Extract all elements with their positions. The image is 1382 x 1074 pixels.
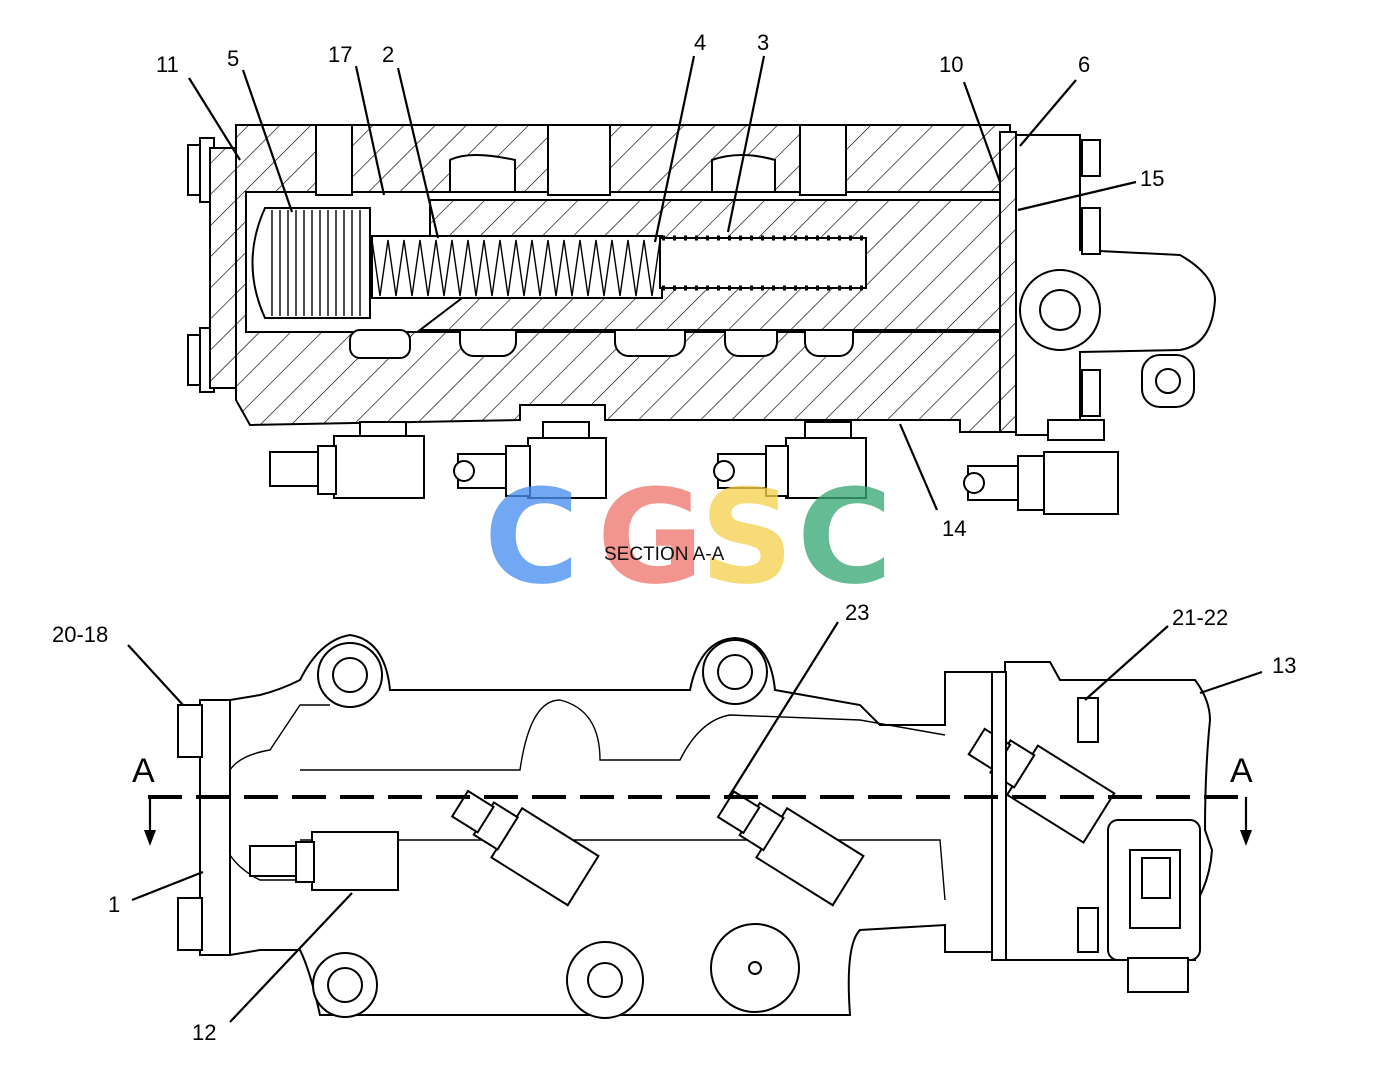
- callout-4: 4: [694, 30, 706, 55]
- callout-1: 1: [108, 892, 120, 917]
- section-marker-right: A: [1230, 752, 1253, 790]
- right-housing: [1015, 134, 1217, 436]
- solenoids-bottom: [269, 421, 1119, 515]
- callout-17: 17: [328, 42, 352, 67]
- callout-23: 23: [845, 600, 869, 625]
- watermark: C G S C: [484, 461, 892, 613]
- top-view: [127, 621, 1263, 1023]
- spring-cavity: [659, 237, 867, 289]
- callout-13: 13: [1272, 653, 1296, 678]
- spring: [371, 239, 661, 297]
- callout-5: 5: [227, 46, 239, 71]
- leader-lines-bottom: [127, 621, 1263, 1023]
- callout-14: 14: [942, 516, 966, 541]
- callout-21-22: 21-22: [1172, 605, 1228, 630]
- callout-12: 12: [192, 1020, 216, 1045]
- watermark-letter: G: [597, 461, 704, 613]
- valve-outline: [229, 633, 1214, 1016]
- watermark-letter: C: [797, 461, 892, 613]
- callout-20-18: 20-18: [52, 622, 108, 647]
- section-marker-left: A: [132, 752, 155, 790]
- callout-3: 3: [757, 30, 769, 55]
- callout-6: 6: [1078, 52, 1090, 77]
- callout-10: 10: [939, 52, 963, 77]
- section-title: SECTION A-A: [604, 544, 725, 565]
- leader-lines-top: [188, 55, 1137, 511]
- section-view: [187, 55, 1217, 515]
- watermark-letter: C: [484, 461, 579, 613]
- callout-11: 11: [156, 52, 179, 77]
- callout-15: 15: [1140, 166, 1164, 191]
- watermark-letter: S: [700, 461, 794, 613]
- callout-2: 2: [382, 42, 394, 67]
- piston-ribs: [271, 210, 361, 316]
